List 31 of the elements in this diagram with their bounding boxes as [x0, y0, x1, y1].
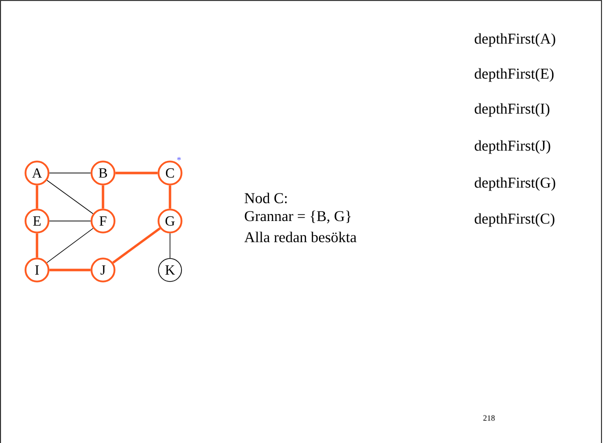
graph-node: I — [24, 258, 50, 282]
page-number: 218 — [483, 415, 495, 421]
graph-edge — [36, 233, 38, 258]
call-text: depthFirst(A) — [474, 33, 556, 47]
call-text: depthFirst(G) — [474, 177, 556, 191]
graph-node: C — [158, 160, 182, 186]
graph-edge — [36, 185, 38, 209]
graph-edge — [168, 185, 172, 209]
graph-edge — [49, 172, 91, 174]
graph-node: E — [24, 208, 50, 234]
call-text: depthFirst(J) — [474, 140, 550, 154]
graph-node: K — [158, 258, 182, 282]
graph-node: J — [90, 258, 116, 282]
graph-edge — [115, 172, 158, 174]
graph-node: A — [24, 160, 50, 186]
call-text: depthFirst(E) — [474, 68, 554, 82]
note-text: Alla redan besökta — [244, 232, 356, 242]
graph-node: B — [90, 160, 116, 186]
graph-edge — [49, 220, 91, 222]
graph-edge — [46, 228, 94, 263]
note-text: Grannar = {B, G} — [244, 210, 351, 224]
note-text: Nod C: — [244, 192, 287, 204]
graph-edge — [102, 185, 104, 209]
graph-edge — [46, 180, 94, 214]
call-text: depthFirst(I) — [474, 103, 550, 117]
asterisk-mark: * — [177, 157, 181, 160]
call-text: depthFirst(C) — [474, 213, 554, 227]
graph-node: F — [90, 208, 116, 234]
graph-edge — [49, 268, 91, 272]
graph-node: G — [158, 208, 182, 234]
graph-edge — [112, 227, 161, 264]
